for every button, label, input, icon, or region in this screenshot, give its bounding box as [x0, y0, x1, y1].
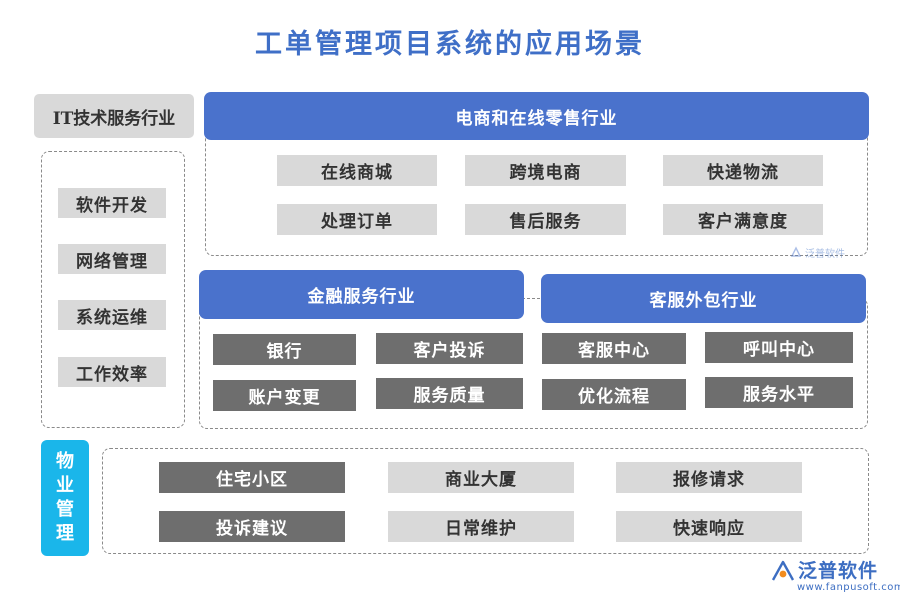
watermark-logo-icon — [790, 246, 802, 257]
finance-item-customer-complaint: 客户投诉 — [376, 333, 523, 364]
brand-logo-name: 泛普软件 — [798, 560, 879, 582]
property-header-char-1: 物 — [56, 451, 74, 472]
watermark-text: 泛普软件 — [805, 248, 845, 260]
it-services-header: IT技术服务行业 — [34, 94, 194, 138]
ecommerce-panel — [205, 120, 868, 256]
outsourcing-item-optimize-process: 优化流程 — [542, 379, 686, 410]
property-item-commercial-building: 商业大厦 — [388, 462, 574, 493]
ecommerce-item-cross-border: 跨境电商 — [465, 155, 626, 186]
finance-header: 金融服务行业 — [199, 270, 524, 319]
property-header-char-3: 管 — [56, 499, 74, 520]
property-item-complaint-suggestion: 投诉建议 — [159, 511, 345, 542]
property-header-char-2: 业 — [56, 475, 74, 496]
finance-item-account-change: 账户变更 — [213, 380, 356, 411]
it-item-work-efficiency: 工作效率 — [58, 357, 166, 387]
ecommerce-header: 电商和在线零售行业 — [204, 92, 869, 140]
property-item-quick-response: 快速响应 — [616, 511, 802, 542]
ecommerce-item-customer-satisfaction: 客户满意度 — [663, 204, 823, 235]
property-item-daily-maintenance: 日常维护 — [388, 511, 574, 542]
ecommerce-item-process-orders: 处理订单 — [277, 204, 437, 235]
finance-item-bank: 银行 — [213, 334, 356, 365]
property-item-repair-request: 报修请求 — [616, 462, 802, 493]
it-item-software-dev: 软件开发 — [58, 188, 166, 218]
outsourcing-item-call-center: 呼叫中心 — [705, 332, 853, 363]
ecommerce-item-online-mall: 在线商城 — [277, 155, 437, 186]
property-item-residential: 住宅小区 — [159, 462, 345, 493]
it-item-system-ops: 系统运维 — [58, 300, 166, 330]
finance-item-service-quality: 服务质量 — [376, 378, 523, 409]
watermark: 泛普软件 — [790, 244, 850, 260]
ecommerce-item-after-sales: 售后服务 — [465, 204, 626, 235]
ecommerce-item-express-logistics: 快递物流 — [663, 155, 823, 186]
page-title: 工单管理项目系统的应用场景 — [255, 29, 645, 60]
outsourcing-header: 客服外包行业 — [541, 274, 866, 323]
property-header-char-4: 理 — [56, 523, 74, 544]
brand-logo-url: www.fanpusoft.com — [797, 582, 900, 593]
brand-logo: 泛普软件 www.fanpusoft.com — [770, 556, 900, 596]
outsourcing-item-service-center: 客服中心 — [542, 333, 686, 364]
brand-logo-icon — [771, 560, 795, 581]
it-item-network-mgmt: 网络管理 — [58, 244, 166, 274]
outsourcing-item-service-level: 服务水平 — [705, 377, 853, 408]
property-header: 物 业 管 理 — [41, 440, 89, 556]
